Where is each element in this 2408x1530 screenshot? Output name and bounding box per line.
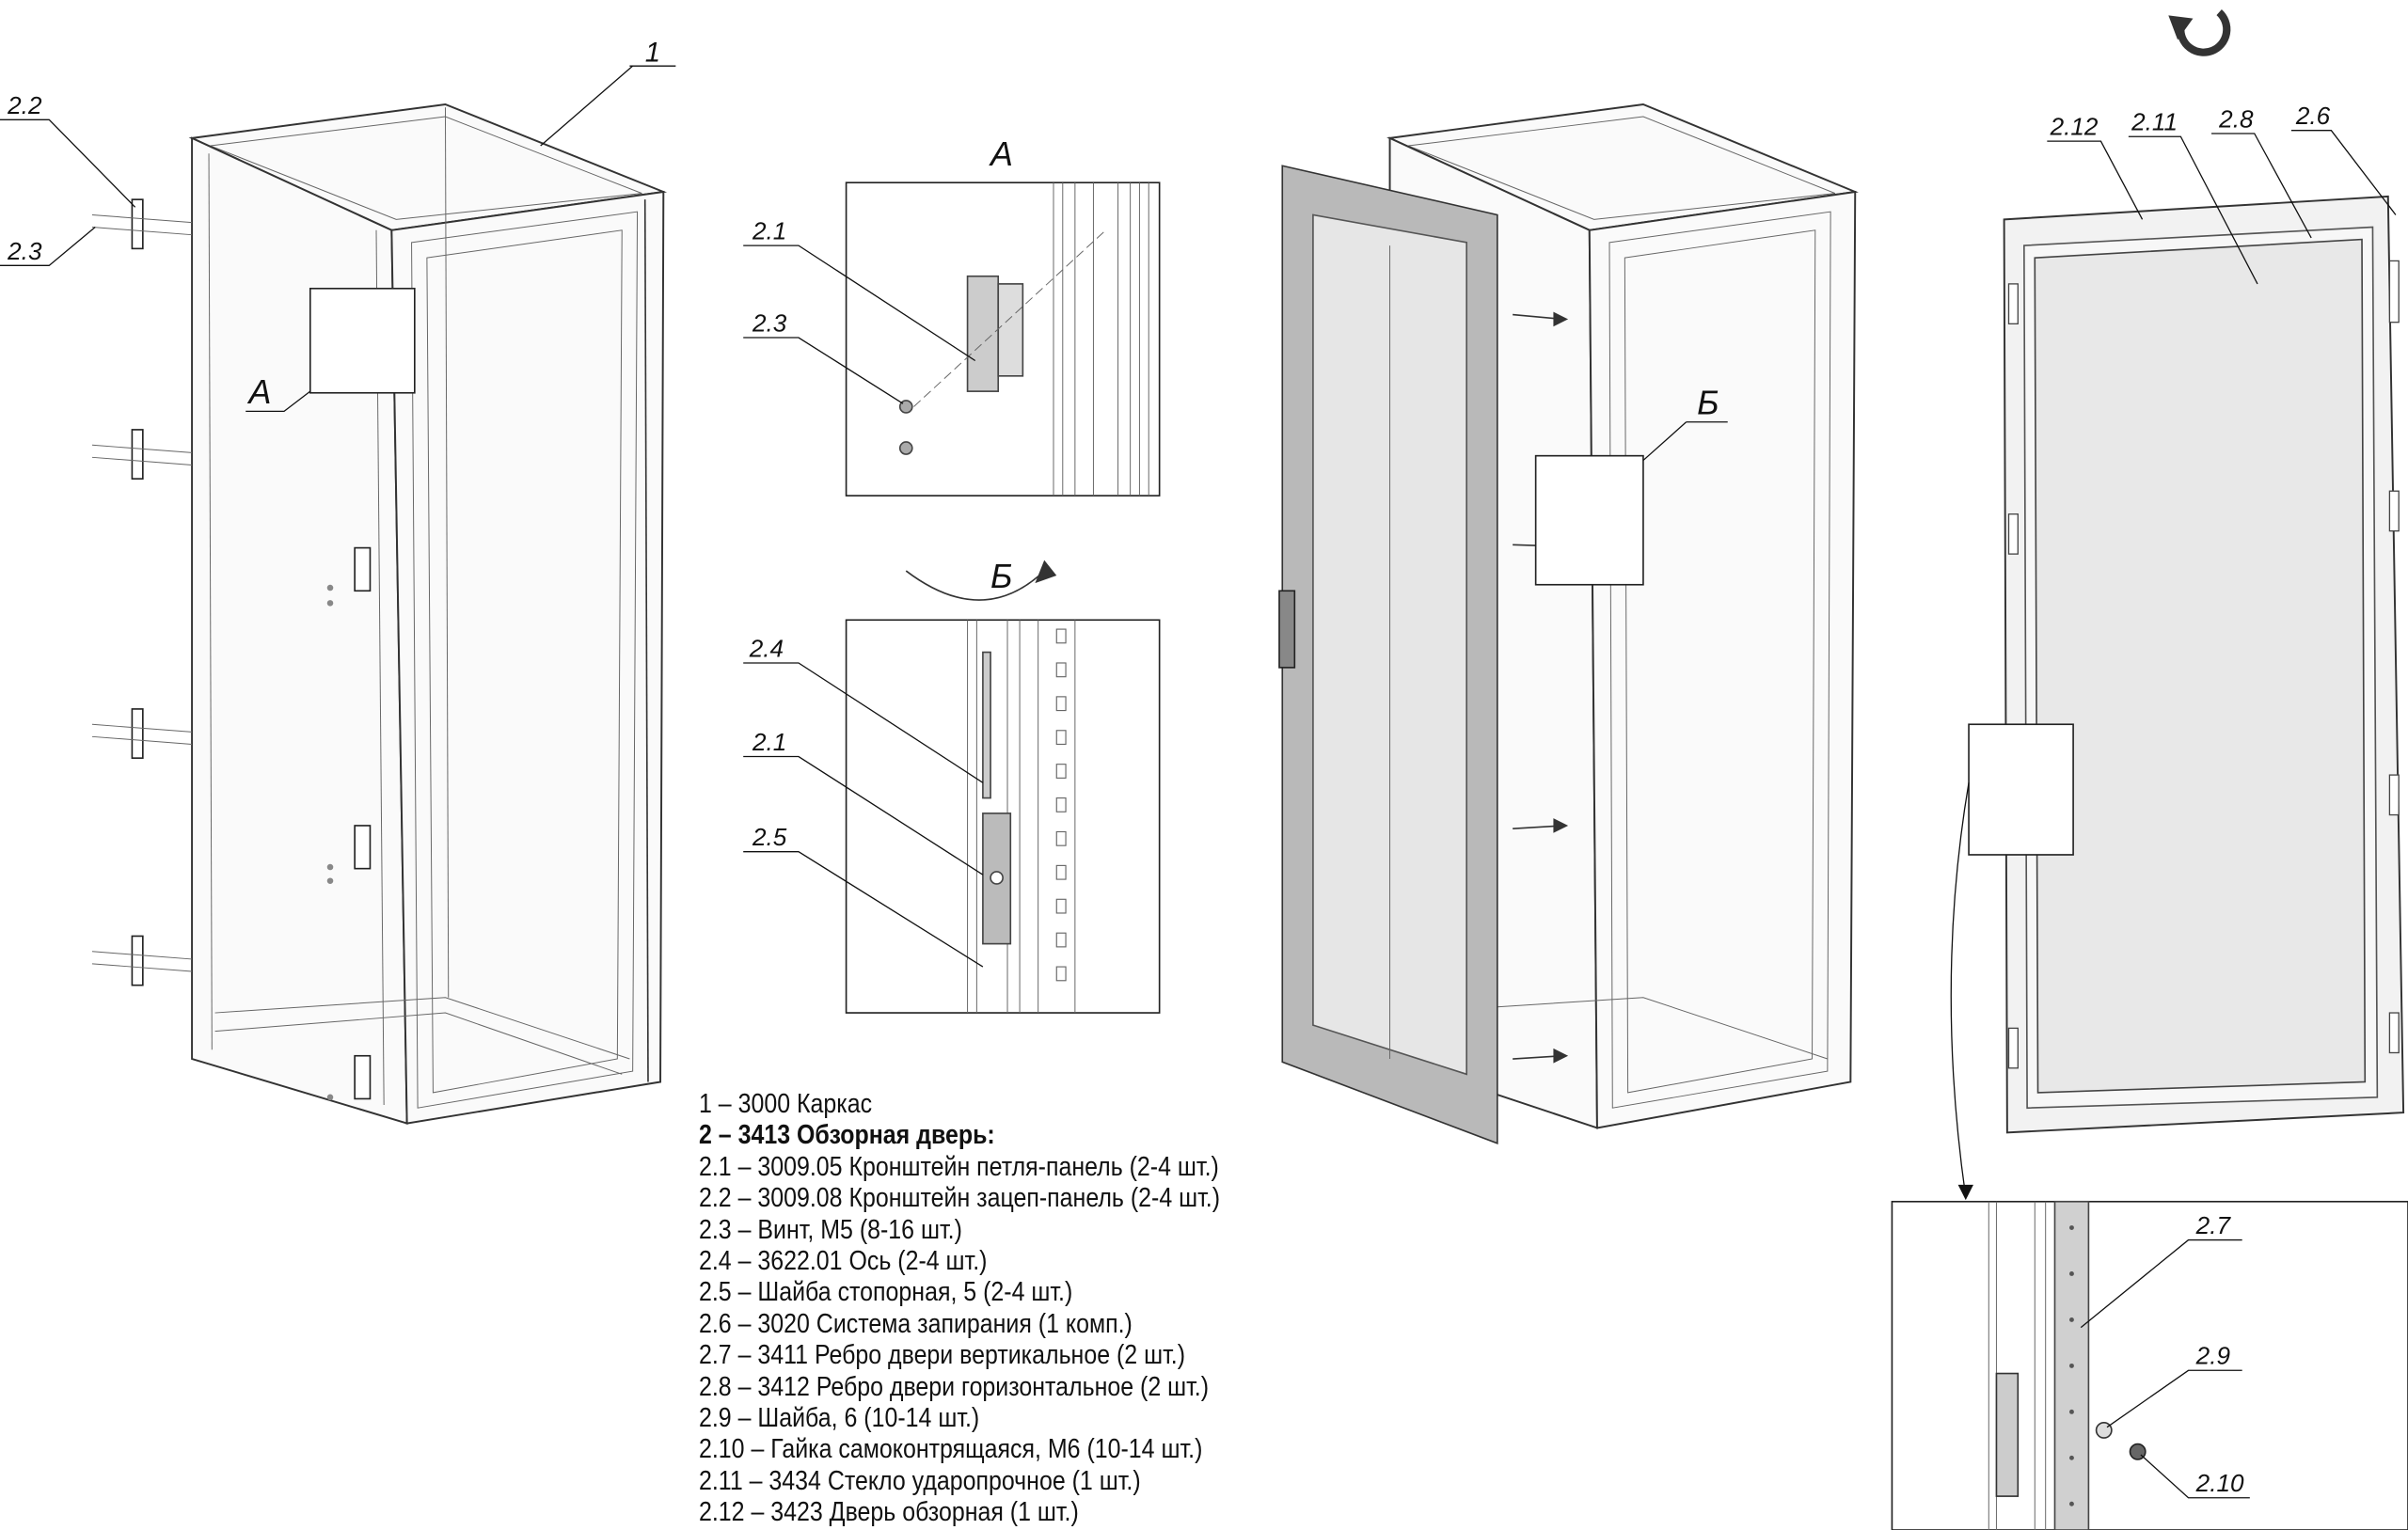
detail-marker-B <box>1534 454 1644 586</box>
view-B-callout-2-1: 2.1 <box>752 728 786 756</box>
parts-list-item: 2.3 – Винт, М5 (8-16 шт.) <box>699 1214 962 1245</box>
callout-2-9: 2.9 <box>2195 1342 2230 1370</box>
rotate-icon <box>2168 9 2231 56</box>
parts-list-item: 2.6 – 3020 Система запирания (1 комп.) <box>699 1308 1133 1339</box>
view-A-callout-2-1: 2.1 <box>752 217 786 245</box>
cabinet-frame-left <box>188 103 668 1125</box>
detail-view-hinge-closeup <box>1891 1200 2408 1530</box>
callout-2-10: 2.10 <box>2195 1469 2244 1497</box>
parts-list-item: 2.7 – 3411 Ребро двери вертикальное (2 ш… <box>699 1340 1186 1371</box>
parts-list-item: 2.2 – 3009.08 Кронштейн зацеп-панель (2-… <box>699 1183 1221 1214</box>
callout-2-12: 2.12 <box>2050 113 2099 141</box>
hinge-bracket-icon <box>354 546 372 592</box>
rotate-arrow-icon <box>1035 560 1057 584</box>
callout-2-11: 2.11 <box>2131 108 2178 136</box>
callout-2-7: 2.7 <box>2195 1211 2232 1239</box>
cabinet-with-door <box>1278 103 1859 1144</box>
door-assembly <box>1950 195 2405 1201</box>
callout-2-3: 2.3 <box>7 237 42 265</box>
parts-list-item: 2.12 – 3423 Дверь обзорная (1 шт.) <box>699 1497 1079 1528</box>
parts-list-item: 1 – 3000 Каркас <box>699 1089 873 1119</box>
view-A-title: А <box>989 134 1013 173</box>
parts-list-item: 2 – 3413 Обзорная дверь: <box>699 1120 995 1151</box>
parts-list-item: 2.1 – 3009.05 Кронштейн петля-панель (2-… <box>699 1151 1219 1182</box>
door-handle-icon <box>1278 590 1296 669</box>
callout-2-8: 2.8 <box>2218 104 2254 133</box>
callout-2-2: 2.2 <box>7 91 42 119</box>
detail-view-B: Б <box>845 557 1161 1014</box>
view-A-callout-2-3: 2.3 <box>752 308 787 337</box>
callout-1: 1 <box>645 37 660 68</box>
parts-list-item: 2.4 – 3622.01 Ось (2-4 шт.) <box>699 1246 988 1277</box>
hinge-bracket-icon <box>354 825 372 870</box>
parts-list-item: 2.8 – 3412 Ребро двери горизонтальное (2… <box>699 1371 1210 1402</box>
parts-list-item: 2.5 – Шайба стопорная, 5 (2-4 шт.) <box>699 1277 1073 1308</box>
detail-view-A: А <box>845 134 1161 497</box>
door-panel <box>1278 165 1498 1144</box>
callout-B: Б <box>1697 384 1719 422</box>
callout-2-6: 2.6 <box>2295 102 2331 130</box>
hook-brackets <box>91 198 193 986</box>
view-B-title: Б <box>990 557 1012 595</box>
view-B-callout-2-4: 2.4 <box>749 634 784 662</box>
view-B-callout-2-5: 2.5 <box>752 823 787 851</box>
parts-list-item: 2.9 – Шайба, 6 (10-14 шт.) <box>699 1403 980 1434</box>
detail-marker-A <box>309 287 416 394</box>
parts-list-item: 2.11 – 3434 Стекло ударопрочное (1 шт.) <box>699 1465 1141 1496</box>
hinge-bracket-icon <box>354 1054 372 1100</box>
callout-A: А <box>246 372 271 411</box>
glass-panel <box>2034 238 2367 1094</box>
parts-list: 1 – 3000 Каркас 2 – 3413 Обзорная дверь:… <box>699 1089 1220 1529</box>
parts-list-item: 2.10 – Гайка самоконтрящаяся, М6 (10-14 … <box>699 1434 1203 1465</box>
